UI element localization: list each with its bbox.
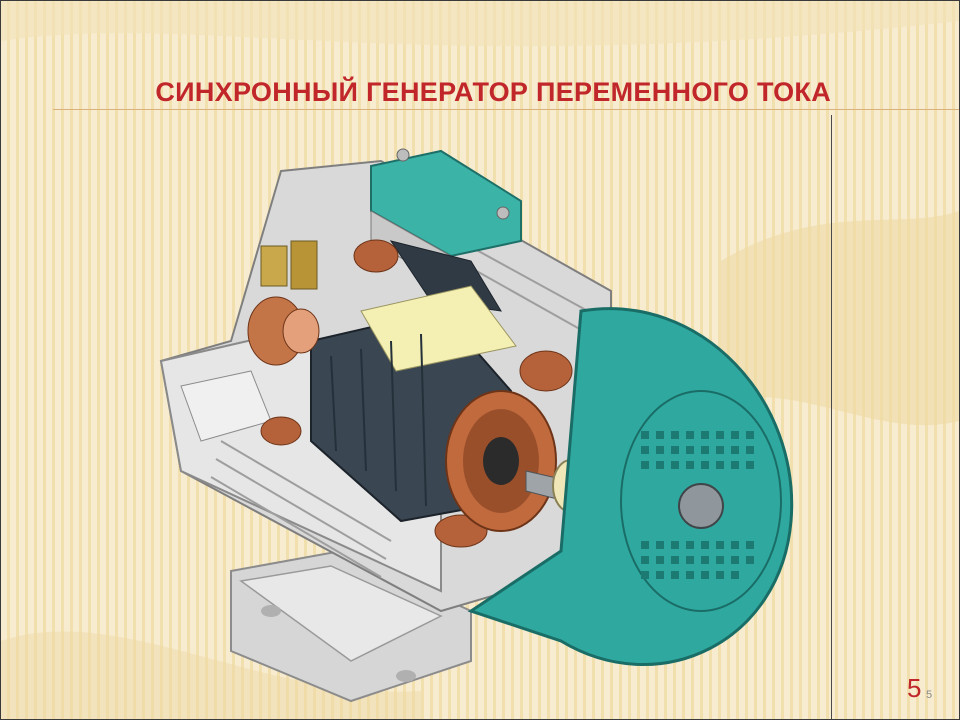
- title-divider: [53, 109, 959, 110]
- page-number-small: 5: [926, 689, 933, 701]
- slide-title: СИНХРОННЫЙ ГЕНЕРАТОР ПЕРЕМЕННОГО ТОКА: [155, 77, 831, 107]
- fan-cover: [467, 307, 794, 666]
- rotor: [445, 390, 557, 532]
- generator-illustration: [159, 148, 794, 703]
- brush-holder: [260, 240, 318, 290]
- stator-winding: [247, 239, 573, 548]
- page-number: 5: [907, 673, 922, 703]
- side-divider: [831, 115, 832, 719]
